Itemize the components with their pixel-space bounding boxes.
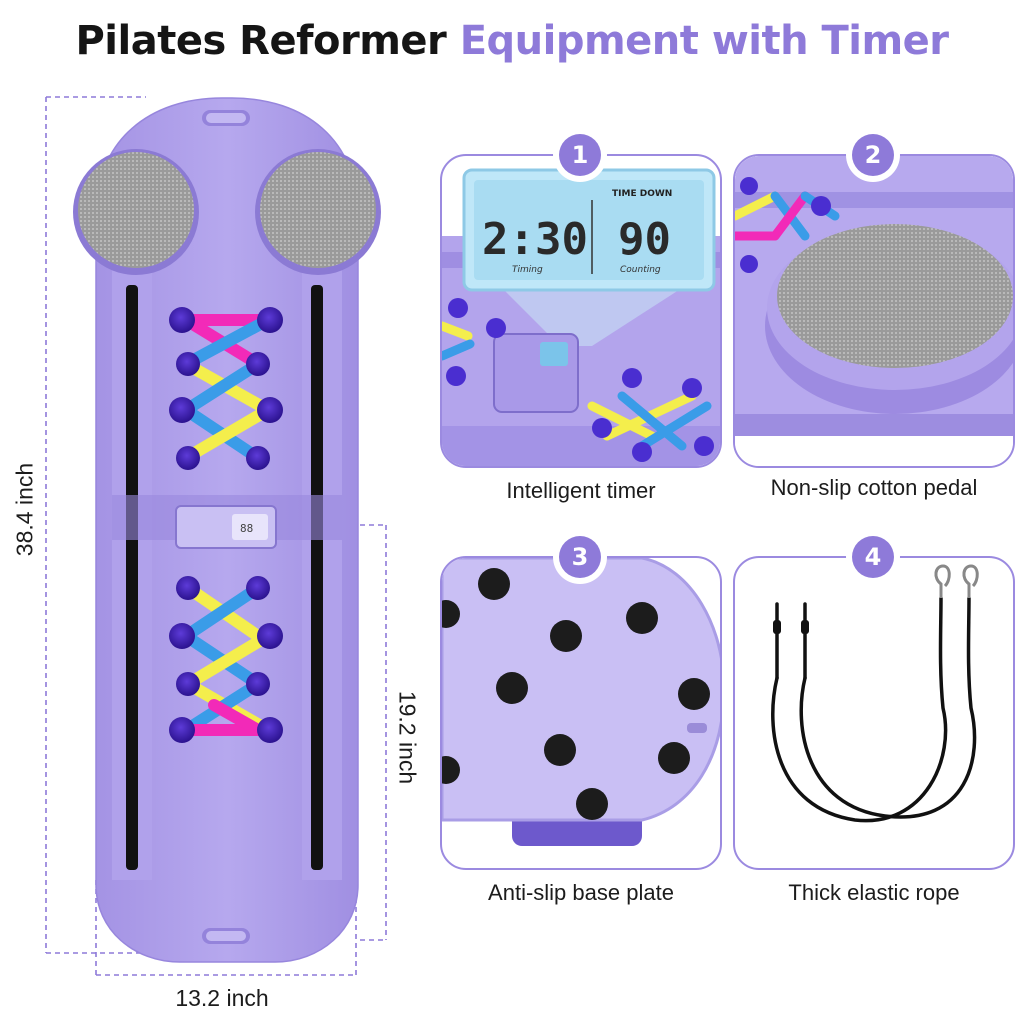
feature-badge-4: 4 [852,536,894,578]
caption-base: Anti-slip base plate [488,880,674,905]
feature-badge-1: 1 [559,134,601,176]
pedal-illustration [735,156,1013,466]
feature-panel-pedal [733,154,1015,468]
feature-panel-base [440,556,722,870]
feature-badge-3: 3 [559,536,601,578]
base-plate-illustration [442,558,720,846]
svg-text:88: 88 [240,522,253,535]
caption-pedal: Non-slip cotton pedal [770,475,978,500]
timer-right-label: Counting [620,265,661,275]
feature-badge-2: 2 [852,134,894,176]
caption-timer: Intelligent timer [506,478,656,503]
timer-illustration: TIME DOWN 2:30 Timing 90 Counting [442,168,720,466]
width-label: 13.2 inch [175,985,269,1011]
caption-rope: Thick elastic rope [788,880,960,905]
page-title: Pilates Reformer Equipment with Timer [0,18,1024,64]
timer-header: TIME DOWN [612,189,672,199]
timer-left-label: Timing [512,265,543,275]
timer-right-value: 90 [618,214,671,265]
feature-panel-rope [733,556,1015,870]
title-part-1: Pilates Reformer [75,18,447,64]
elastic-rope-illustration [771,564,979,823]
timer-left-value: 2:30 [482,214,588,265]
feature-panel-timer: TIME DOWN 2:30 Timing 90 Counting [440,154,722,468]
title-part-2: Equipment with Timer [459,18,949,64]
